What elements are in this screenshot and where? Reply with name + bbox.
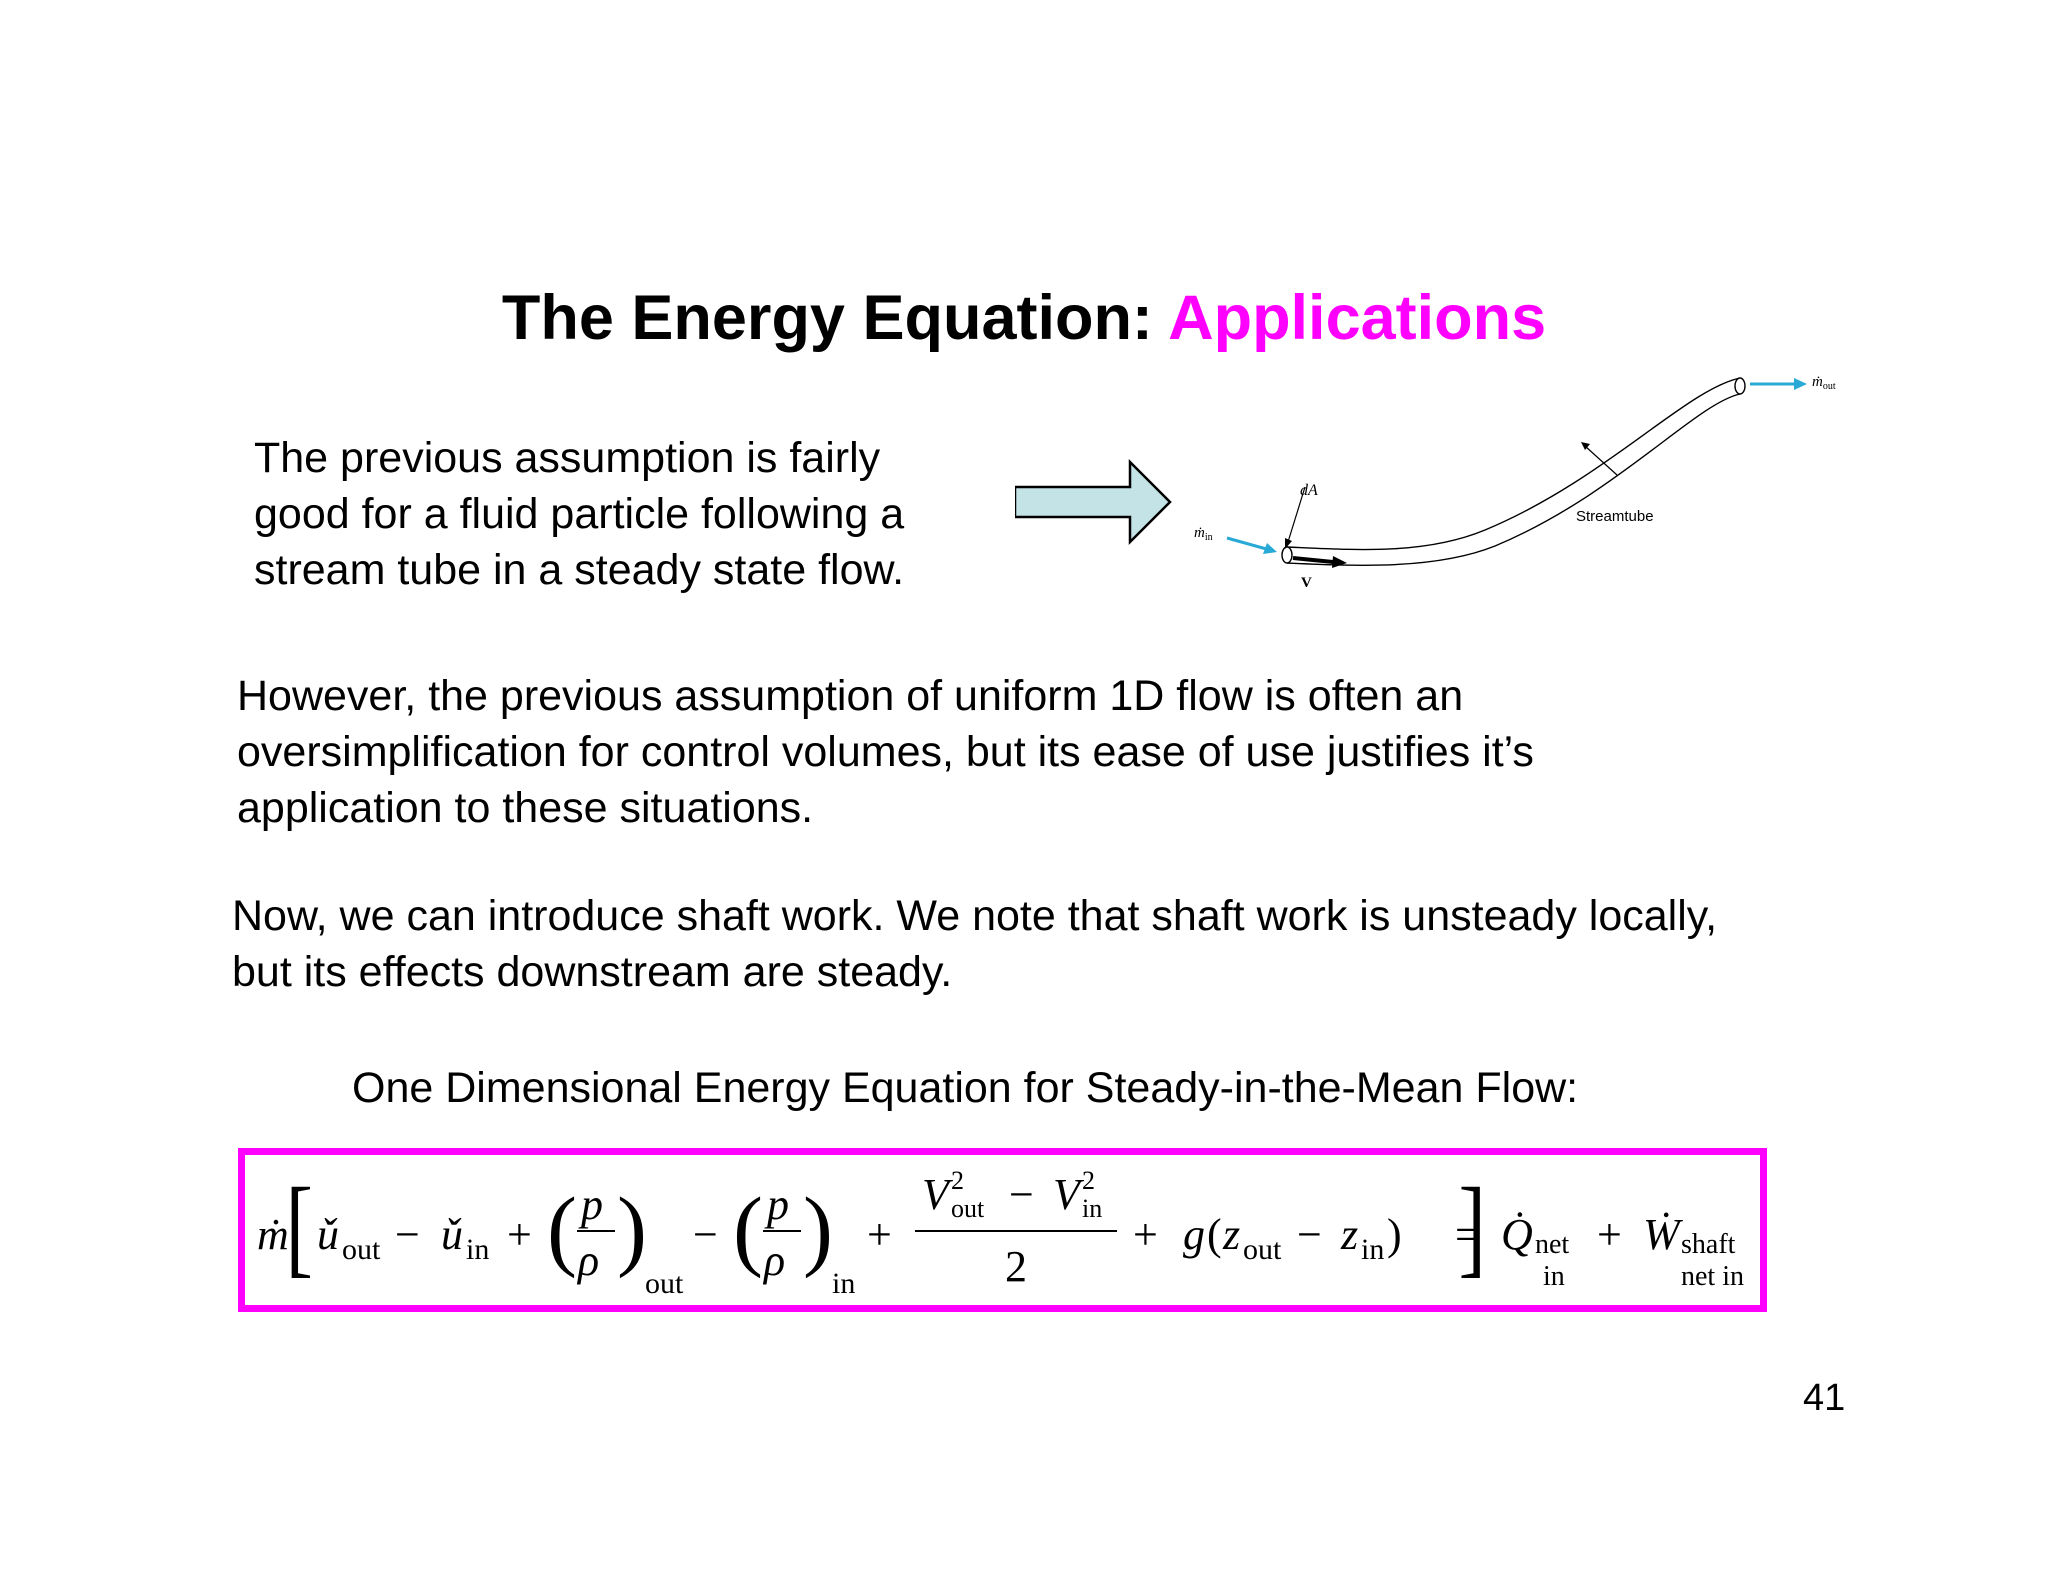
eq-shaft-sub: shaft [1681,1229,1736,1260]
eq-in-sub: in [1082,1194,1102,1223]
eq-rho: ρ [762,1236,785,1285]
intro-line: stream tube in a steady state flow. [254,546,905,594]
eq-plus: + [1133,1210,1158,1259]
eq-rparen: ) [617,1180,647,1279]
eq-z-in: z [1340,1210,1358,1259]
eq-plus: + [507,1210,532,1259]
dA-label: dA [1300,482,1318,499]
intro-line: The previous assumption is fairly [254,434,881,482]
shaft-work-paragraph: Now, we can introduce shaft work. We not… [232,888,1717,1000]
streamtube-label: Streamtube [1576,508,1654,525]
eq-two: 2 [1005,1242,1027,1291]
eq-u-out: ǔ [317,1210,339,1259]
eq-plus: + [1597,1210,1622,1259]
eq-square: 2 [1082,1166,1095,1195]
eq-minus: − [693,1210,718,1259]
streamtube-drawing [1281,377,1746,568]
eq-p: p [578,1180,603,1229]
shaft-work-line: but its effects downstream are steady. [232,948,953,996]
eq-rparen-small: ) [1387,1210,1402,1259]
eq-plus: + [867,1210,892,1259]
m-in-label: ṁin [1194,525,1213,543]
intro-paragraph: The previous assumption is fairly good f… [254,430,904,598]
eq-V: V [922,1170,954,1219]
eq-lparen-small: ( [1207,1210,1222,1259]
title-accent: Applications [1168,283,1547,353]
eq-net-in-sub: net in [1681,1261,1744,1292]
eq-out-sub: out [342,1233,381,1266]
eq-in-sub: in [832,1267,855,1300]
eq-in-sub: in [1361,1233,1384,1266]
eq-minus: − [1297,1210,1322,1259]
eq-g: g [1183,1210,1205,1259]
however-line: oversimplification for control volumes, … [237,728,1534,776]
eq-minus: − [395,1210,420,1259]
eq-u-in: ǔ [441,1210,463,1259]
slide-title: The Energy Equation: Applications [0,280,2048,356]
eq-equals: = [1455,1210,1480,1259]
eq-p: p [764,1180,789,1229]
eq-z-out: z [1222,1210,1240,1259]
page-number: 41 [1803,1377,1846,1419]
eq-out-sub: out [645,1267,684,1300]
eq-left-bracket: [ [286,1166,313,1288]
however-line: application to these situations. [237,784,814,832]
equation-label: One Dimensional Energy Equation for Stea… [352,1064,1579,1112]
eq-minus: − [1009,1170,1034,1219]
shaft-work-line: Now, we can introduce shaft work. We not… [232,892,1718,940]
equation-box: ṁ [ ǔ out − ǔ in + ( p ρ ) out − ( p ρ )… [238,1148,1767,1312]
eq-rho: ρ [576,1236,599,1285]
intro-line: good for a fluid particle following a [254,490,905,538]
eq-square: 2 [951,1166,964,1195]
eq-lparen: ( [733,1180,763,1279]
eq-Qdot: Q̇ [1501,1210,1533,1259]
eq-lparen: ( [547,1180,577,1279]
eq-out-sub: out [1243,1233,1282,1266]
eq-mdot: ṁ [257,1210,289,1259]
eq-Wdot: Ẇ [1643,1210,1683,1259]
eq-rparen: ) [803,1180,833,1279]
streamtube-figure: ṁin dA V Streamtube ṁout [1015,374,1836,591]
eq-net-sub: net [1535,1229,1569,1260]
eq-right-bracket: ] [1459,1166,1486,1288]
energy-equation: ṁ [ ǔ out − ǔ in + ( p ρ ) out − ( p ρ )… [257,1166,1744,1300]
eq-V: V [1053,1170,1085,1219]
velocity-label: V [1301,575,1312,591]
flow-arrows [1226,378,1807,554]
m-out-label: ṁout [1812,374,1836,392]
however-paragraph: However, the previous assumption of unif… [237,668,1534,836]
eq-out-sub: out [951,1194,985,1223]
eq-in-sub: in [1543,1261,1565,1292]
eq-in-sub: in [466,1233,489,1266]
however-line: However, the previous assumption of unif… [237,672,1464,720]
title-main: The Energy Equation: [501,283,1169,353]
right-block-arrow-icon [1015,458,1172,546]
